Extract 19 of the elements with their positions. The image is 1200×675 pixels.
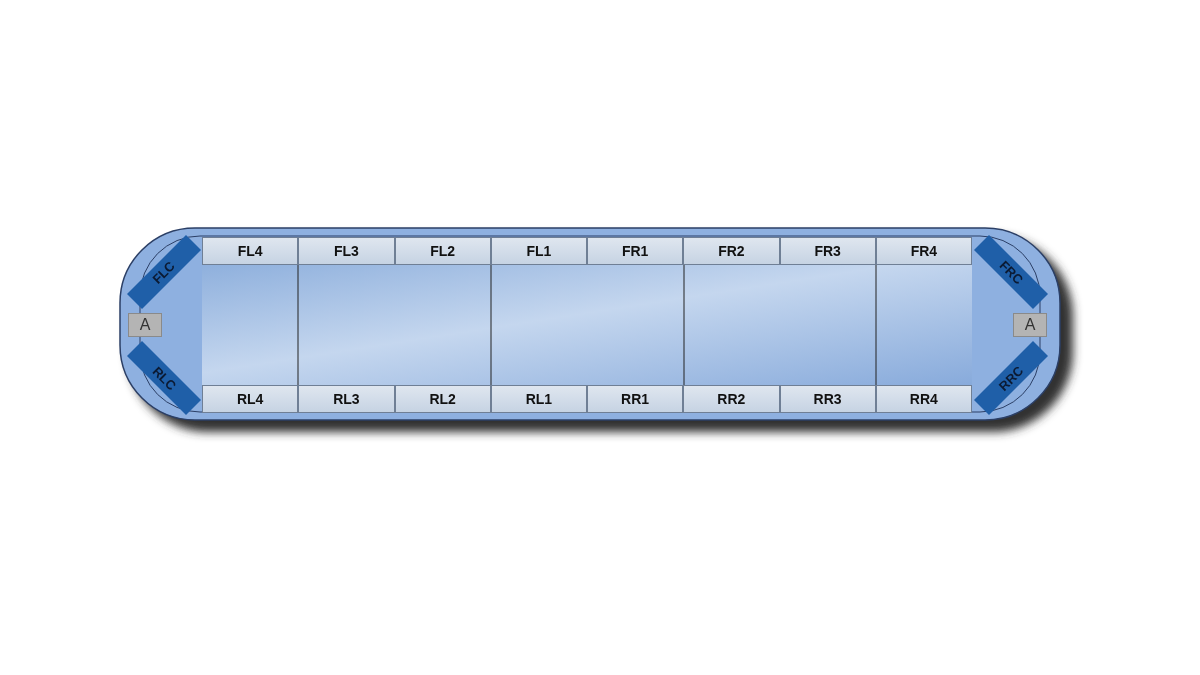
light-module: RR3	[779, 385, 876, 413]
corner-module: FLC	[127, 235, 201, 309]
light-module: RR1	[587, 385, 684, 413]
light-module: RL4	[202, 385, 299, 413]
light-module: FR2	[683, 237, 780, 265]
light-module: RL2	[394, 385, 491, 413]
light-module: FR4	[875, 237, 972, 265]
light-module: FL3	[298, 237, 395, 265]
light-module: FR3	[779, 237, 876, 265]
light-module: RR4	[875, 385, 972, 413]
light-module: RL3	[298, 385, 395, 413]
light-module: FL2	[394, 237, 491, 265]
light-module: RL1	[490, 385, 587, 413]
end-module: A	[1013, 313, 1047, 337]
light-module: FL4	[202, 237, 299, 265]
light-module: RR2	[683, 385, 780, 413]
light-module: FR1	[587, 237, 684, 265]
end-module: A	[128, 313, 162, 337]
light-module: FL1	[490, 237, 587, 265]
